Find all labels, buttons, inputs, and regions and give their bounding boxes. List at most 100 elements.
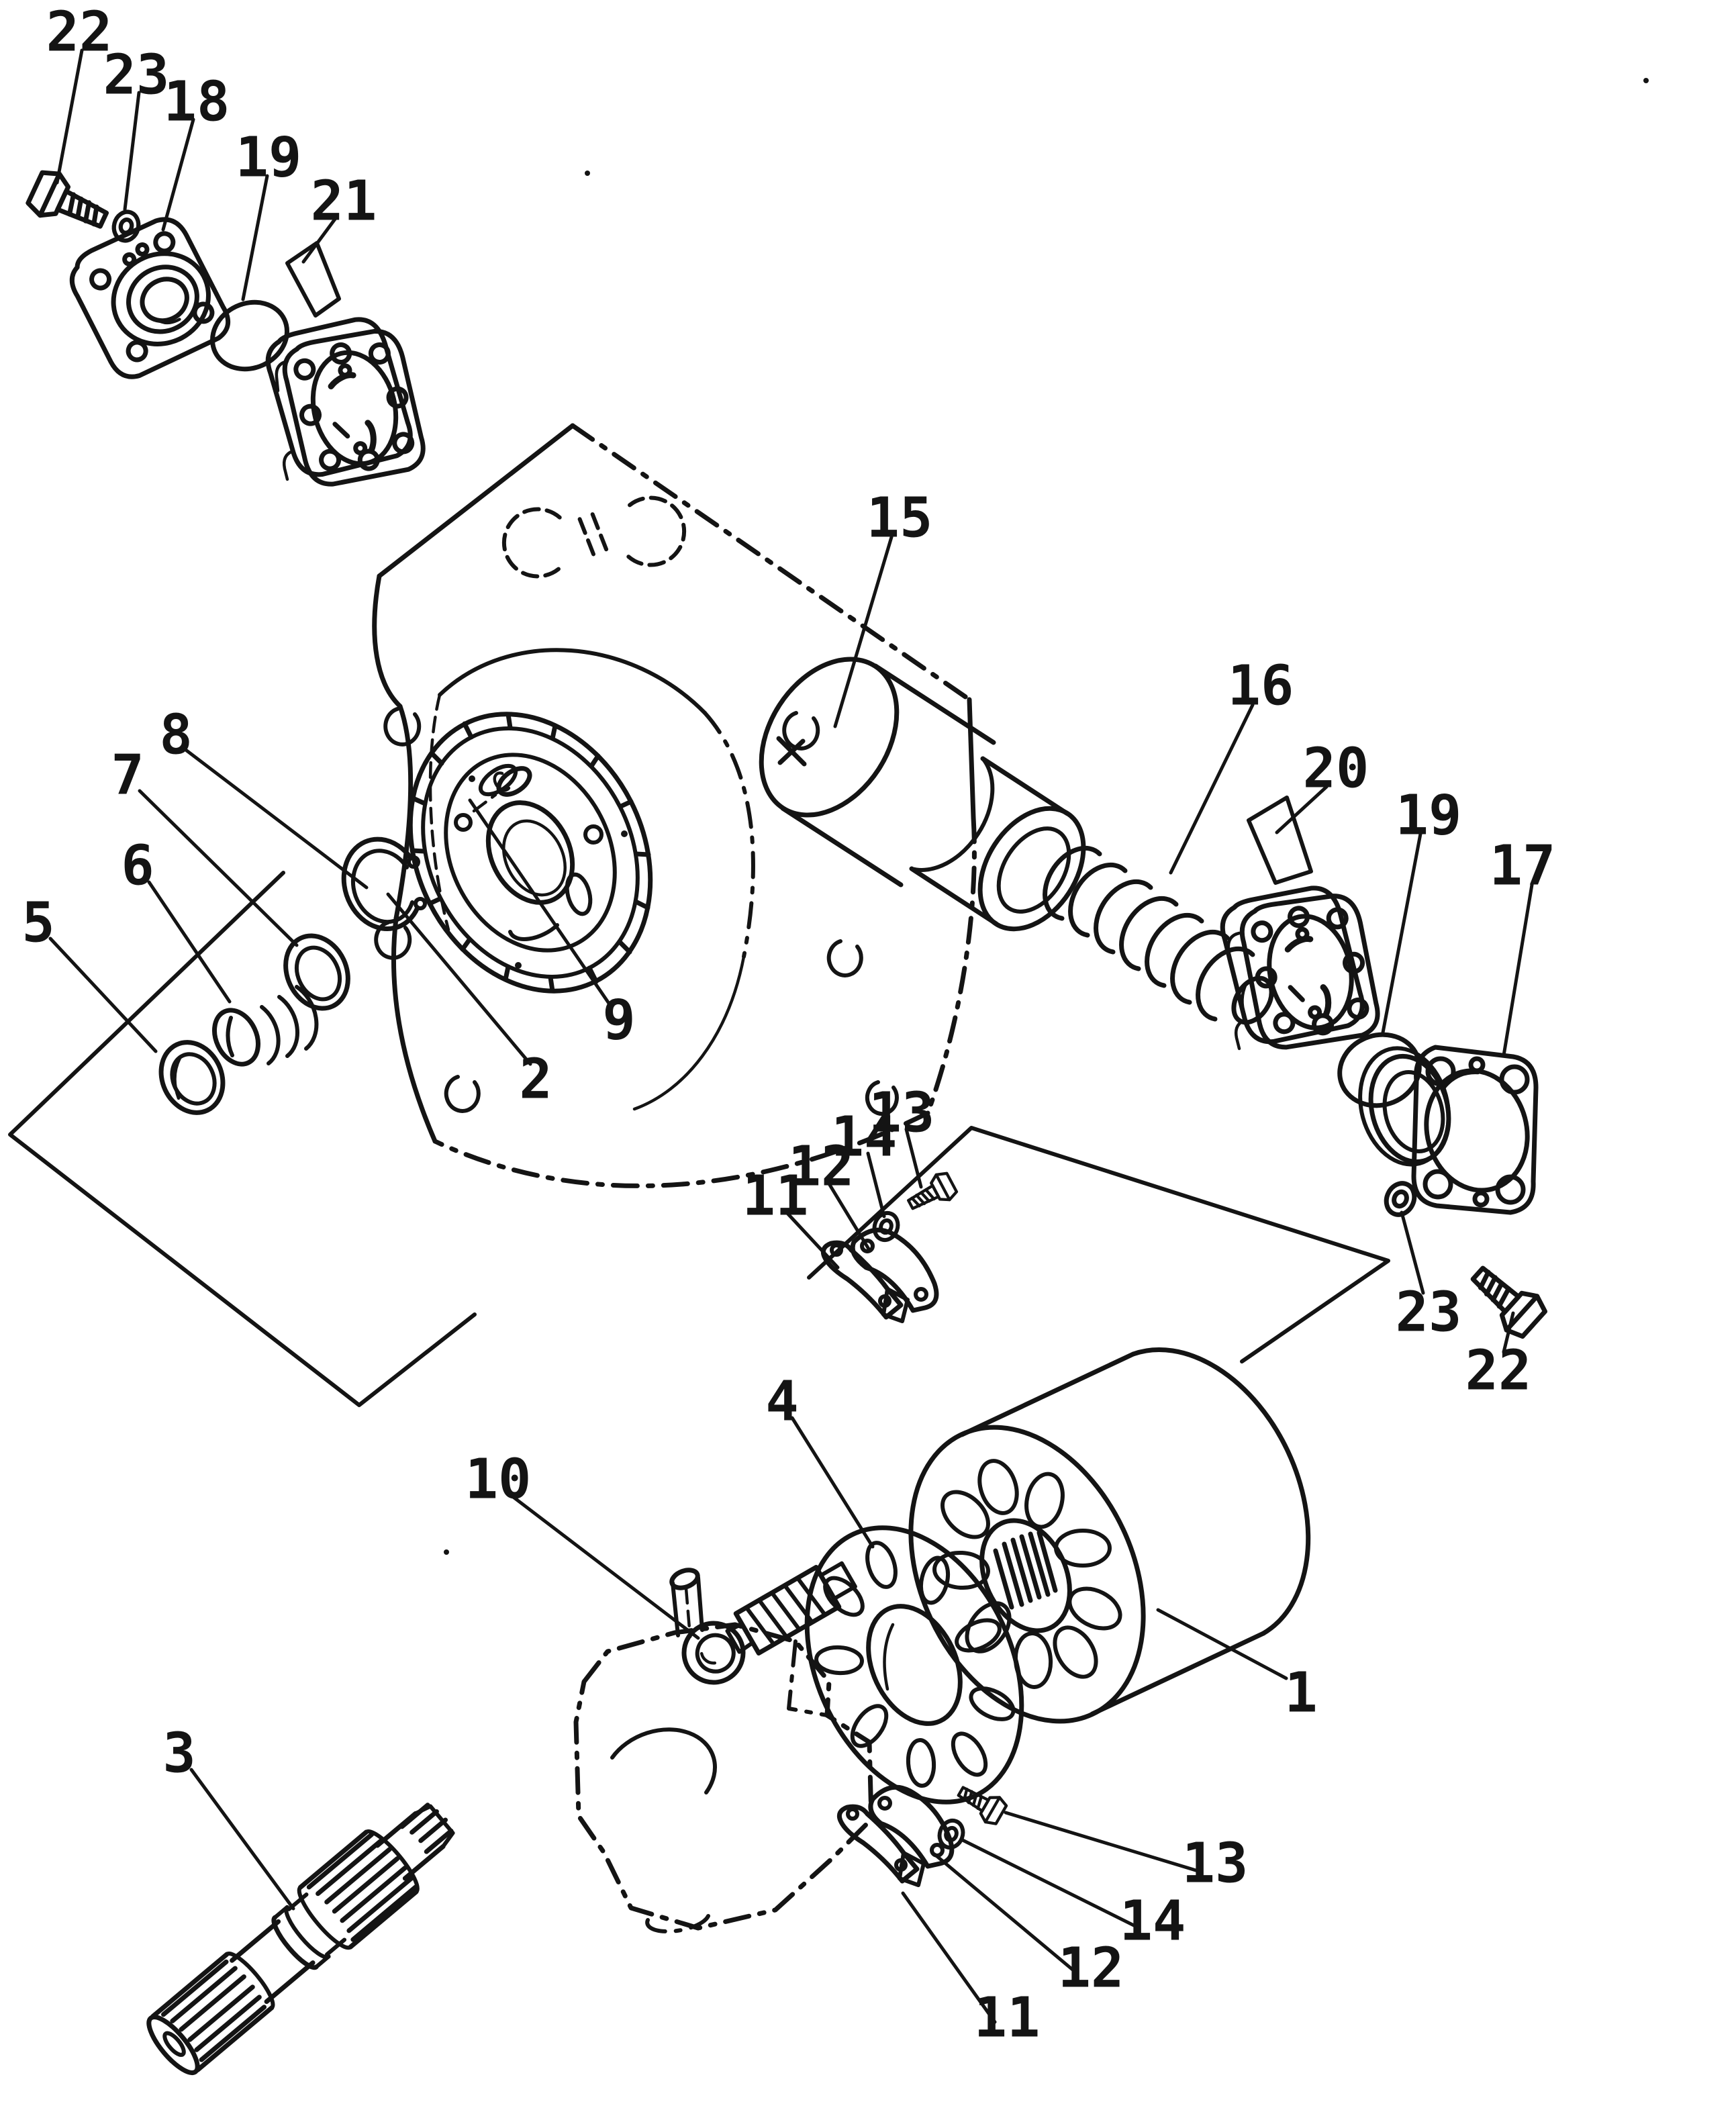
block-bore	[1013, 1631, 1053, 1689]
callout-label-spring: 16	[1228, 655, 1294, 718]
leader-line-snap-ring	[185, 749, 369, 890]
housing-right-corner	[967, 697, 976, 820]
servo-pin-centerline	[684, 1586, 692, 1639]
cover-hole	[1422, 1169, 1453, 1200]
callout-label-valve-plate-front: 21	[311, 170, 377, 234]
servo-pin-side	[696, 1576, 704, 1632]
cyl-top	[873, 663, 996, 745]
coil	[1170, 929, 1230, 1005]
cover-hole	[89, 268, 112, 291]
coil	[1068, 862, 1128, 938]
housing-roof-left	[377, 423, 575, 579]
servo-body-bottom-boss	[645, 1914, 710, 1933]
callout-label-servo-piston: 10	[465, 1448, 532, 1512]
leader-line-guide-lower	[901, 1891, 997, 2024]
snapring-outer	[341, 836, 420, 931]
housing-bolt-boss	[865, 1080, 899, 1116]
leader-line-washer-front	[123, 91, 141, 211]
cyl-step	[910, 757, 995, 872]
leader-line-valve-plate-front	[301, 216, 338, 264]
cover-hole	[1499, 1064, 1530, 1095]
seal-outer	[158, 1040, 226, 1115]
leader-line-washer-rear	[1400, 1210, 1425, 1295]
part-17-end-cover	[1358, 1045, 1539, 1215]
leader-line-swash-plate	[386, 892, 532, 1066]
pin-body	[496, 766, 532, 797]
retainer-hole	[866, 1604, 963, 1726]
callout-label-washer-rear: 23	[1396, 1281, 1462, 1345]
coil	[1119, 896, 1179, 971]
part-11-guide-lower	[836, 1804, 926, 1887]
shaft-mid-bottom	[264, 1960, 316, 2005]
part-4-retainer-plate	[804, 1525, 1024, 1805]
print-speck	[444, 1549, 449, 1555]
swash-outer2	[421, 726, 640, 979]
swash-hole-small	[583, 824, 604, 845]
guide-hole	[846, 1807, 859, 1821]
leader-line-guide-plate-upper	[826, 1180, 871, 1252]
part-12-guide-plate-upper	[850, 1227, 939, 1313]
swash-hole	[485, 800, 575, 905]
housing-roof-right	[570, 423, 972, 702]
swash-hole-small	[454, 813, 473, 832]
callout-label-oil-seal: 5	[21, 892, 54, 955]
housing-right-side	[925, 815, 977, 1116]
piston-rib	[795, 1576, 827, 1617]
part-8-snap-ring	[341, 836, 427, 931]
piston-ball-arc	[700, 1651, 717, 1665]
guide-hole	[830, 1243, 843, 1257]
shaft-tip-bottom	[402, 1843, 446, 1881]
cover-hole	[153, 231, 176, 254]
piston-shank	[733, 1565, 842, 1656]
pin-centerline	[472, 793, 497, 813]
cover-plate	[1411, 1045, 1539, 1215]
retainer-slot	[951, 1731, 988, 1777]
pin-end	[493, 771, 511, 792]
piston-ball	[681, 1621, 746, 1685]
part-7-backup-ring	[283, 933, 350, 1011]
cover-boss-mid	[126, 265, 199, 334]
valve-plate	[1236, 888, 1384, 1056]
callout-label-washer-lower: 14	[1120, 1890, 1186, 1954]
guide-hole	[894, 1858, 908, 1872]
leader-line-valve-plate-rear	[1275, 785, 1329, 834]
servo-pin-side	[671, 1581, 680, 1637]
cyl-bottom	[780, 806, 904, 888]
piston-tip	[818, 1561, 857, 1601]
block-bottom	[1090, 1631, 1266, 1717]
guide-hole	[878, 1294, 891, 1308]
part-5-oil-seal	[158, 1040, 226, 1115]
callout-label-washer-front: 23	[103, 44, 170, 107]
part-1-cylinder-block	[908, 1347, 1311, 1724]
block-bore	[1053, 1625, 1098, 1679]
part-3-drive-shaft	[146, 1803, 455, 2075]
shaft-hub-top	[297, 1829, 369, 1890]
shaft-hub-splines	[306, 1832, 418, 1942]
part-10-servo-piston	[681, 1561, 857, 1685]
cover-pinhole	[1472, 1190, 1490, 1208]
shaft-end-hole	[162, 2031, 186, 2057]
leader-line-bolt-lower	[1004, 1811, 1202, 1874]
cover-bore-arc	[155, 318, 181, 325]
cover-bore	[1424, 1068, 1530, 1193]
callout-label-end-cover: 17	[1490, 834, 1556, 898]
ring-outer	[283, 933, 350, 1011]
part-19-oring-front	[210, 299, 289, 372]
block-spline-hatch	[993, 1530, 1058, 1610]
leader-line-guide-upper	[782, 1208, 840, 1269]
callout-label-bolt-upper: 13	[869, 1082, 935, 1145]
servo-body-port	[610, 1727, 717, 1794]
cover-pinhole	[135, 242, 150, 257]
gasket-tab	[283, 449, 295, 481]
part-6-conical-spring	[212, 985, 319, 1067]
gasket-tab	[1226, 931, 1241, 965]
retainer-slot	[906, 1738, 936, 1788]
port-arc	[501, 507, 562, 579]
plate-tag	[1247, 796, 1313, 885]
housing-left-edge	[393, 704, 414, 921]
gasket-tab	[1235, 1018, 1247, 1051]
leader-line-drive-shaft	[189, 1768, 295, 1911]
leader-line-servo-cylinder	[833, 535, 894, 728]
retainer-slot	[850, 1704, 889, 1748]
